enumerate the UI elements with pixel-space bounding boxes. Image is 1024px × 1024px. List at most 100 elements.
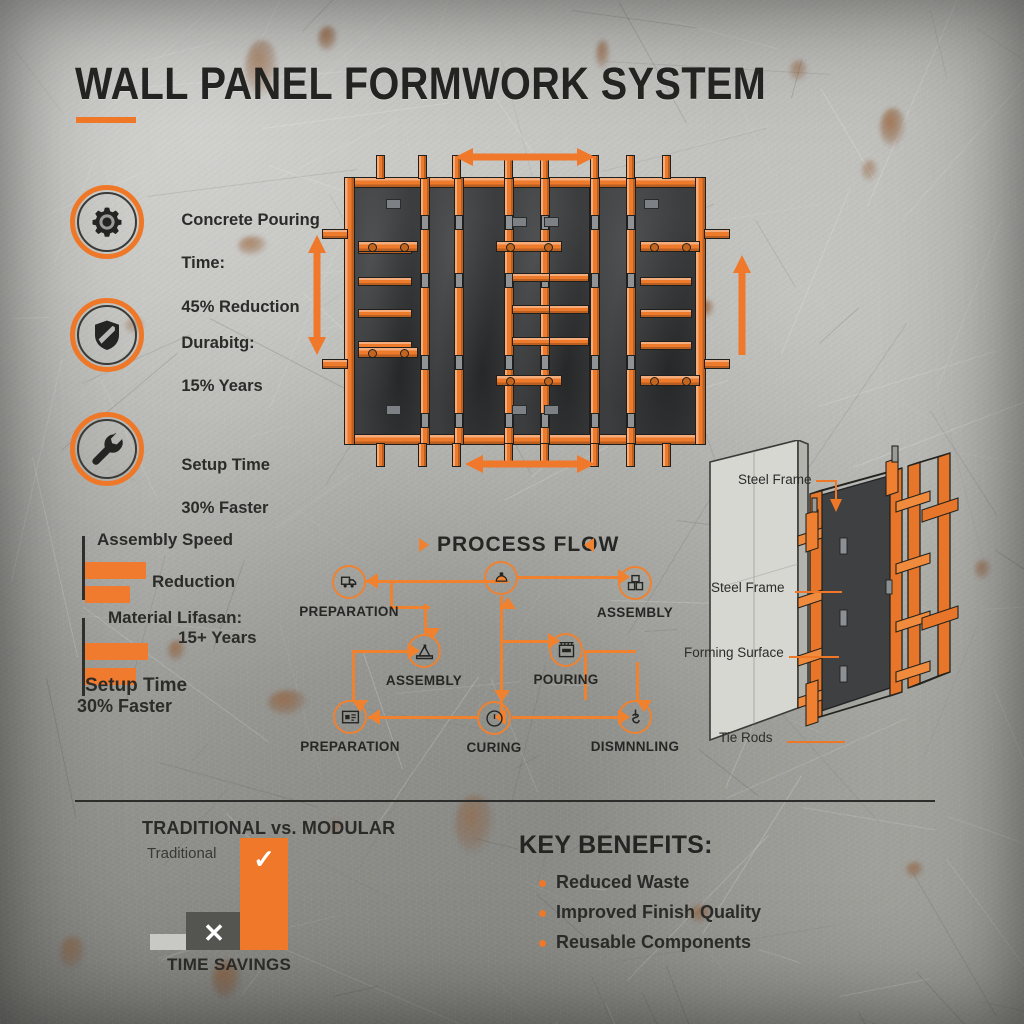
stud-clip-4-2 xyxy=(591,355,599,370)
tie-nut-b-2 xyxy=(544,243,553,252)
flow-connector-12 xyxy=(636,662,639,700)
tie-nut-1 xyxy=(368,349,377,358)
stat-badge-gear[interactable] xyxy=(70,185,144,259)
panel-tag-0 xyxy=(386,199,401,209)
stat-1-line2: 15% Years xyxy=(181,377,262,395)
bar-group-0-sublabel: Reduction xyxy=(152,572,235,592)
bar-group-1-heading: Material Lifasan: xyxy=(108,608,242,628)
tie-stub-side-2 xyxy=(704,229,730,239)
concrete-mixer-icon xyxy=(556,640,577,661)
delivery-truck-icon xyxy=(339,572,360,593)
page-title: WALL PANEL FORMWORK SYSTEM xyxy=(75,58,766,110)
key-benefit-2: Reusable Components xyxy=(556,932,751,953)
key-benefit-bullet-1 xyxy=(539,910,546,917)
stud-clip-3-2 xyxy=(541,355,549,370)
stud-clip-4-3 xyxy=(591,413,599,428)
stat-badge-wrench[interactable] xyxy=(70,412,144,486)
iso-callout-2-leader xyxy=(789,656,839,658)
flow-connector-0 xyxy=(366,580,500,583)
key-benefit-0: Reduced Waste xyxy=(556,872,689,893)
tie-nut-2 xyxy=(506,243,515,252)
process-flow-right-caret-icon xyxy=(584,538,594,552)
stud-clip-3-3 xyxy=(541,413,549,428)
waler-center-2 xyxy=(512,337,554,346)
dimension-arrow-right xyxy=(730,255,754,355)
panel-tag-6 xyxy=(544,405,559,415)
panel-face-1 xyxy=(428,183,506,439)
stud-clip-2-3 xyxy=(505,413,513,428)
blueprint-icon xyxy=(340,707,361,728)
flow-node-label-dismantling: DISMNNLING xyxy=(565,739,705,754)
flow-node-label-assembly-top: ASSEMBLY xyxy=(565,605,705,620)
waler-right-1 xyxy=(640,309,692,318)
key-benefit-bullet-0 xyxy=(539,880,546,887)
flow-node-label-prep-top: PREPARATION xyxy=(279,604,419,619)
tie-stub-bottom-6 xyxy=(626,443,635,467)
tie-stub-top-1 xyxy=(418,155,427,179)
panel-tag-1 xyxy=(512,217,527,227)
flow-arrowhead-8 xyxy=(368,709,380,725)
stud-clip-0-0 xyxy=(421,215,429,230)
stud-clip-1-0 xyxy=(455,215,463,230)
comparison-axis-label: TIME SAVINGS xyxy=(167,955,291,975)
stud-clip-1-2 xyxy=(455,355,463,370)
stat-2-line1: Setup Time xyxy=(181,456,270,474)
flow-node-assembly-mid[interactable] xyxy=(407,634,441,668)
process-flow-left-caret-icon xyxy=(419,538,429,552)
waler-right-0 xyxy=(640,277,692,286)
comparison-legend-label: Traditional xyxy=(147,845,216,862)
flow-connector-14 xyxy=(512,716,618,719)
formwork-panel-diagram xyxy=(344,177,706,445)
stat-badge-shield[interactable] xyxy=(70,298,144,372)
panel-tag-3 xyxy=(644,199,659,209)
dimension-arrow-left xyxy=(305,235,329,355)
tie-nut-3 xyxy=(506,377,515,386)
tie-stub-bottom-0 xyxy=(376,443,385,467)
stat-1-line1: Durabitg: xyxy=(181,334,254,352)
flow-node-hardhat-top[interactable] xyxy=(484,561,518,595)
dimension-arrow-top xyxy=(455,145,595,169)
bar-group-0-heading: Assembly Speed xyxy=(97,530,233,550)
tie-stub-top-6 xyxy=(626,155,635,179)
frame-right xyxy=(695,177,706,445)
tie-waler-0 xyxy=(358,241,418,252)
stud-clip-1-3 xyxy=(455,413,463,428)
stat-label-2: Setup Time 30% Faster xyxy=(163,433,270,542)
tie-stub-top-0 xyxy=(376,155,385,179)
flow-node-pouring-mid[interactable] xyxy=(549,633,583,667)
flow-node-dismantling[interactable] xyxy=(618,700,652,734)
bar-group-1-sublabel: 15+ Years xyxy=(178,628,257,648)
stud-clip-5-1 xyxy=(627,273,635,288)
panel-tag-5 xyxy=(512,405,527,415)
stud-clip-0-2 xyxy=(421,355,429,370)
shield-icon xyxy=(88,316,126,354)
iso-callout-0: Steel Frame xyxy=(738,472,812,487)
waler-center-1 xyxy=(512,305,554,314)
tie-stub-bottom-2 xyxy=(452,443,461,467)
wrench-icon xyxy=(88,430,126,468)
stud-clip-0-1 xyxy=(421,273,429,288)
flow-connector-6 xyxy=(352,650,410,653)
stat-0-line1: Concrete Pouring xyxy=(181,211,319,229)
iso-callout-1: Steel Frame xyxy=(711,580,785,595)
iso-callout-2: Forming Surface xyxy=(684,645,784,660)
flow-node-prep-bottom[interactable] xyxy=(333,700,367,734)
flow-node-curing[interactable] xyxy=(477,701,511,735)
tie-nut-5 xyxy=(650,377,659,386)
flow-node-label-pouring-mid: POURING xyxy=(496,672,636,687)
flow-connector-9 xyxy=(500,640,552,643)
flow-node-prep-top[interactable] xyxy=(332,565,366,599)
stud-clip-5-0 xyxy=(627,215,635,230)
crane-hook-icon xyxy=(625,707,646,728)
clock-icon xyxy=(484,708,505,729)
tie-nut-b-3 xyxy=(544,377,553,386)
frame-left xyxy=(344,177,355,445)
waler-right-2 xyxy=(640,341,692,350)
tie-nut-b-1 xyxy=(400,349,409,358)
flow-node-assembly-top[interactable] xyxy=(618,566,652,600)
hardhat-icon xyxy=(491,568,512,589)
modular-bar-mark: ✓ xyxy=(240,844,288,875)
tie-stub-bottom-7 xyxy=(662,443,671,467)
key-benefits-title: KEY BENEFITS: xyxy=(519,831,713,860)
flow-connector-3 xyxy=(518,576,621,579)
